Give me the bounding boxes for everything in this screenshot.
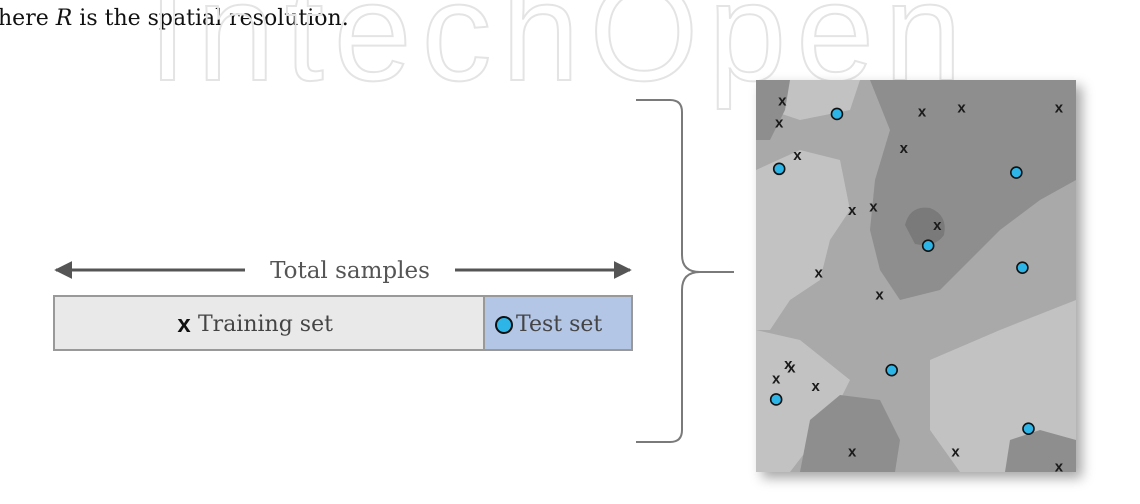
total-samples-label: Total samples [270, 258, 430, 284]
page-text-line: here R is the spatial resolution. [0, 6, 349, 31]
training-point-15: x [772, 370, 781, 387]
training-point-8: x [848, 202, 857, 219]
test-set-label: Test set [516, 312, 602, 337]
dark-region-bottom-right [1005, 430, 1076, 472]
training-point-16: x [812, 378, 821, 395]
training-point-12: x [875, 286, 884, 303]
test-point-8 [1022, 422, 1035, 436]
training-point-10: x [933, 217, 942, 234]
training-point-6: x [793, 147, 802, 164]
training-point-7: x [900, 140, 909, 157]
dark-region-bottom [800, 395, 900, 472]
training-point-17: x [848, 444, 857, 461]
test-point-6 [885, 363, 898, 377]
training-point-3: x [918, 103, 927, 120]
dark-region-central [870, 80, 1076, 300]
map-regions [756, 80, 1076, 472]
light-region-bottom-right [930, 300, 1076, 472]
page-text-prefix: here [0, 6, 56, 31]
training-point-1: x [778, 92, 787, 109]
variable-r: R [55, 6, 73, 31]
samples-bar: x Training set Test set [53, 295, 633, 351]
curly-bracket [636, 99, 734, 443]
training-point-5: x [1055, 100, 1064, 117]
training-point-2: x [775, 114, 784, 131]
light-region-bottom-left [756, 330, 850, 472]
training-set-label: Training set [198, 312, 333, 337]
test-point-2 [772, 162, 786, 176]
training-point-9: x [869, 198, 878, 215]
training-point-14: x [784, 356, 793, 373]
dark-region-top-left [756, 80, 790, 140]
training-point-19: x [1055, 458, 1064, 475]
training-point-11: x [815, 264, 824, 281]
test-point-3 [1010, 166, 1023, 179]
test-point-5 [1016, 261, 1029, 274]
test-point-4 [921, 239, 935, 253]
test-dot-icon [495, 316, 513, 334]
darker-region-pit [905, 207, 945, 245]
light-region-left [756, 150, 850, 330]
training-x-icon: x [177, 311, 191, 338]
training-point-4: x [957, 100, 966, 117]
page-text-suffix: is the spatial resolution. [72, 6, 349, 31]
training-set-segment [53, 295, 485, 351]
training-point-13: x [787, 360, 796, 377]
test-point-7 [769, 393, 783, 406]
training-point-18: x [951, 444, 960, 461]
test-point-1 [830, 107, 844, 121]
